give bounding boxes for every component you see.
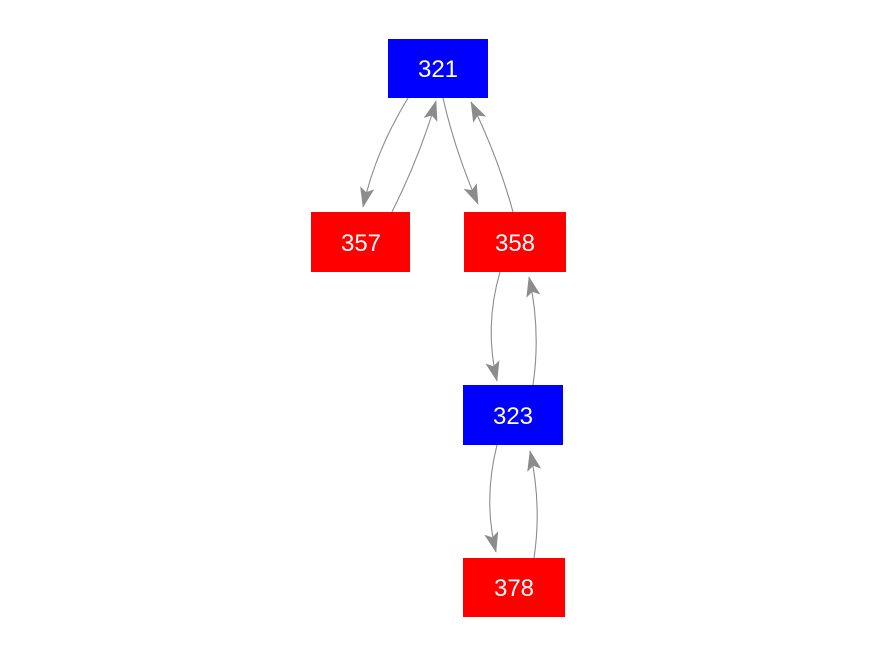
edge-378-to-323	[527, 450, 542, 559]
graph-node-378-box	[463, 558, 565, 617]
graph-node-357-label: 357	[341, 230, 381, 257]
graph-node-358-box	[464, 212, 566, 272]
graph-node-321-box	[388, 39, 488, 98]
graph-node-321-label: 321	[418, 56, 458, 83]
graph-node-323: 323	[463, 385, 563, 445]
graph-node-358: 358	[464, 212, 566, 272]
graph-node-323-label: 323	[493, 403, 533, 430]
edge-321-to-357	[360, 97, 409, 208]
edge-323-to-358	[526, 276, 541, 386]
edge-358-to-321	[470, 101, 514, 213]
graph-node-378: 378	[463, 558, 565, 617]
edge-357-to-321	[391, 100, 438, 213]
graph-node-358-label: 358	[495, 230, 535, 257]
graph-node-357: 357	[311, 212, 410, 272]
graph-node-321: 321	[388, 39, 488, 98]
graph-node-323-box	[463, 385, 563, 445]
edge-358-to-323	[485, 271, 501, 382]
graph-node-357-box	[311, 212, 410, 272]
edge-323-to-378	[484, 444, 499, 553]
edge-321-to-358	[442, 97, 479, 205]
graph-node-378-label: 378	[494, 575, 534, 602]
